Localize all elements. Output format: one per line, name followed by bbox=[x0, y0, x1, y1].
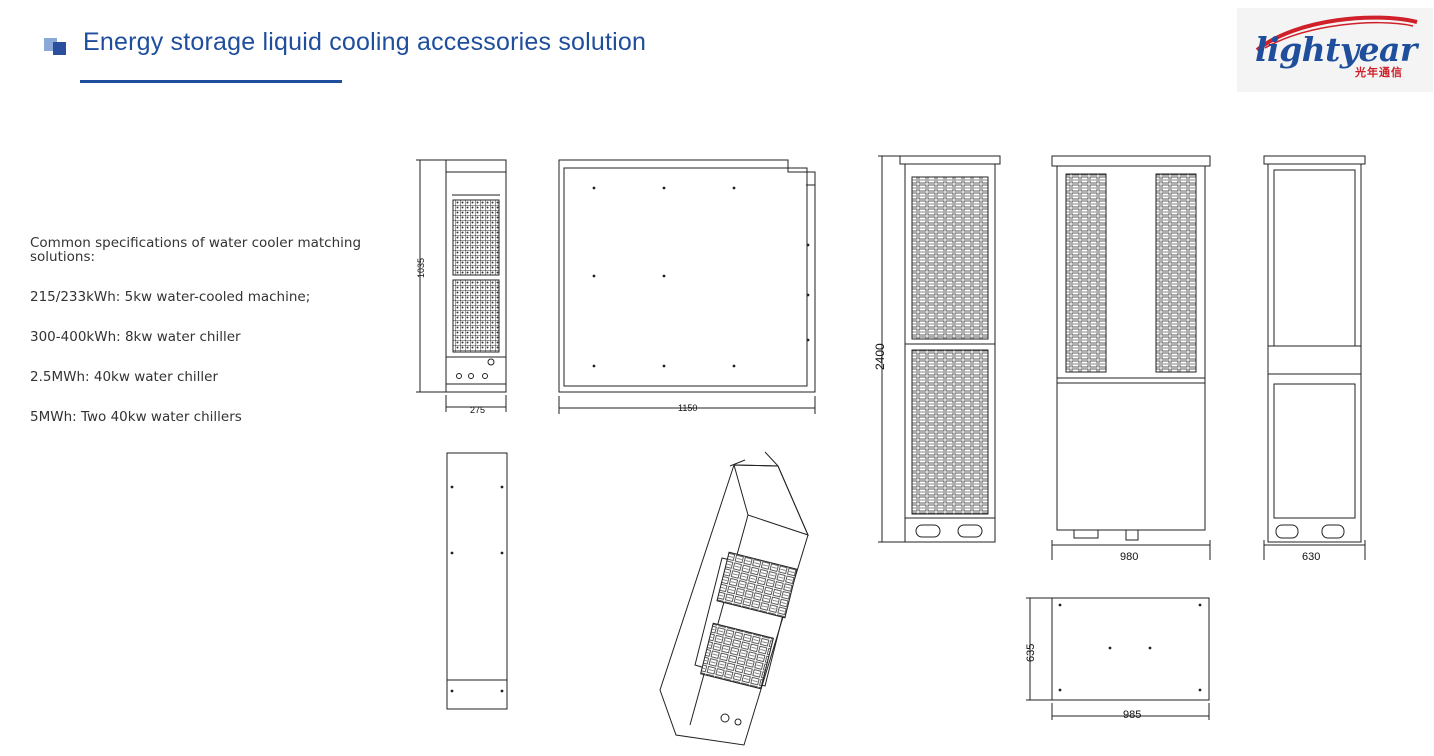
spec-item: 215/233kWh: 5kw water-cooled machine; bbox=[30, 289, 311, 305]
spec-list: Common specifications of water cooler ma… bbox=[30, 236, 390, 450]
page-title: Energy storage liquid cooling accessorie… bbox=[83, 28, 647, 56]
logo-swoosh-icon bbox=[1255, 15, 1418, 52]
large-unit-side-view bbox=[1263, 155, 1366, 560]
large-unit-depth-dim: 630 bbox=[1302, 551, 1320, 563]
title-bullet-icon bbox=[44, 36, 70, 55]
title-underline bbox=[80, 80, 342, 83]
spec-item: 300-400kWh: 8kw water chiller bbox=[30, 329, 241, 345]
large-unit-rear-view bbox=[1051, 155, 1211, 560]
small-unit-rear-bolts bbox=[450, 485, 504, 693]
large-unit-front-view bbox=[878, 155, 1001, 543]
company-logo: lightyear 光年通信 bbox=[1237, 8, 1433, 92]
spec-item: 2.5MWh: 40kw water chiller bbox=[30, 369, 219, 385]
small-unit-height-dim: 1035 bbox=[416, 258, 426, 278]
small-unit-rear-view bbox=[446, 452, 508, 710]
small-unit-front-view bbox=[416, 159, 507, 412]
top-view-depth-dim: 635 bbox=[1025, 644, 1037, 662]
small-unit-isometric-view bbox=[659, 451, 809, 746]
small-unit-side-bolts bbox=[592, 186, 810, 368]
large-unit-height-dim: 2400 bbox=[873, 343, 887, 370]
top-view-width-dim: 985 bbox=[1123, 709, 1141, 721]
large-unit-width-dim: 980 bbox=[1120, 551, 1138, 563]
spec-intro: Common specifications of water cooler ma… bbox=[30, 235, 362, 265]
small-unit-width-dim: 275 bbox=[470, 405, 485, 415]
small-unit-side-view bbox=[558, 159, 816, 414]
small-unit-depth-dim: 1150 bbox=[678, 403, 697, 413]
large-unit-top-view bbox=[1026, 597, 1210, 720]
spec-item: 5MWh: Two 40kw water chillers bbox=[30, 409, 242, 425]
logo-subtitle: 光年通信 bbox=[1355, 66, 1403, 79]
large-unit-top-bolts bbox=[1058, 603, 1202, 692]
logo-wordmark: lightyear bbox=[1255, 30, 1417, 69]
